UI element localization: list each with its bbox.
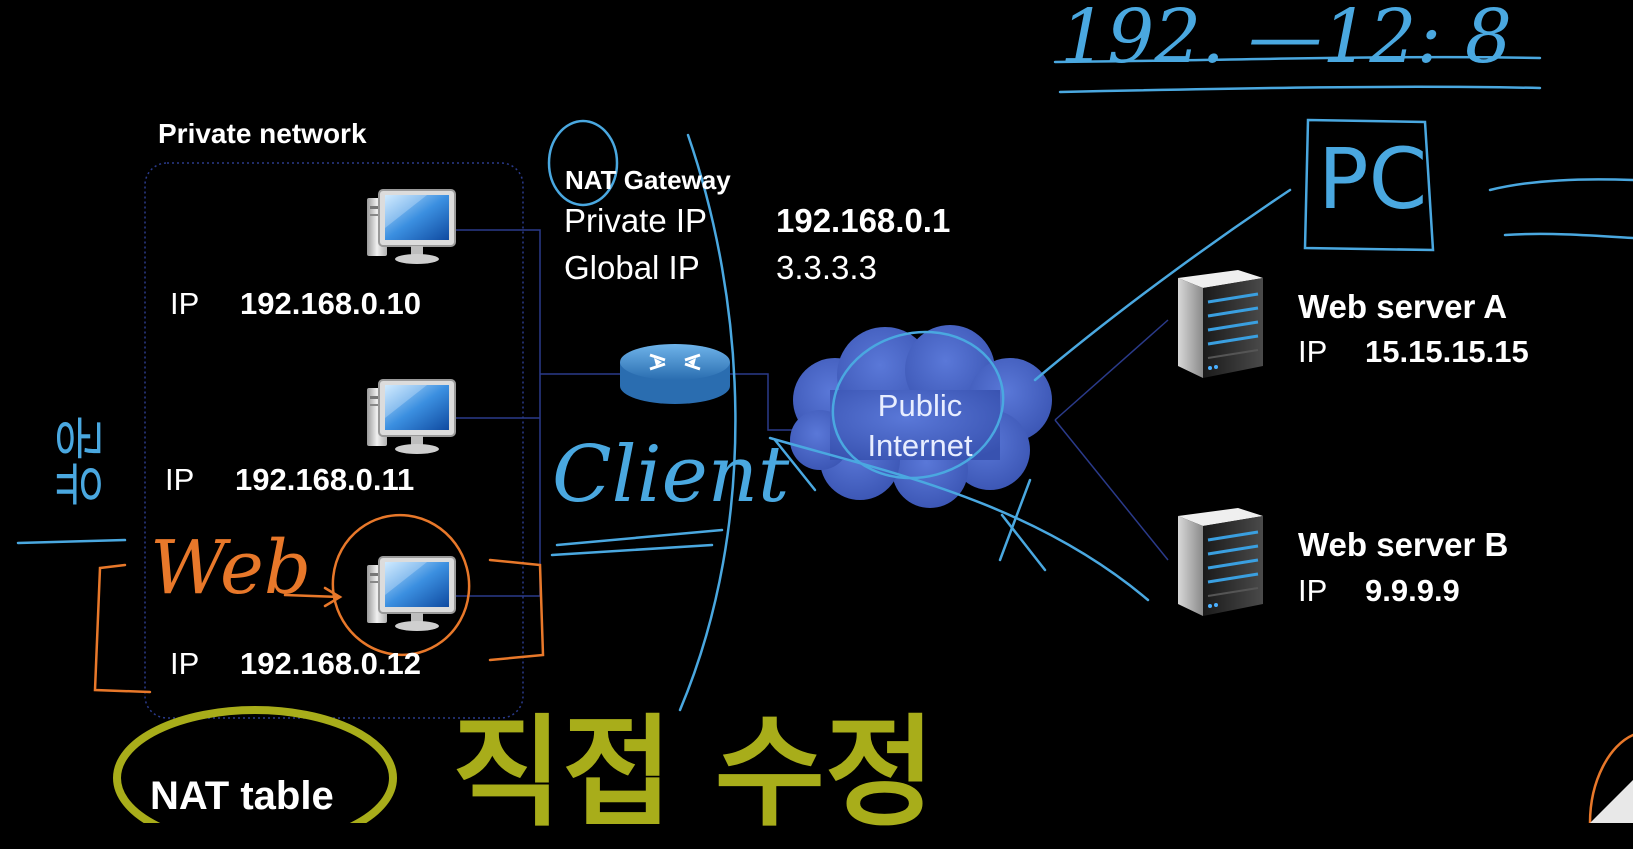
blue-pen-annotations (16, 55, 1633, 712)
nat-gateway-title: NAT Gateway (565, 165, 731, 195)
cloud-label: Public Internet (840, 386, 1000, 466)
orange-pen-annotations (93, 513, 1633, 823)
server-b-ip: 9.9.9.9 (1365, 573, 1460, 608)
korean-left-annotation: 공유 (49, 415, 107, 507)
host-2-ip-label: IP (165, 462, 195, 497)
host-pc-icon-3 (366, 556, 456, 632)
internet-cloud-icon (790, 325, 1052, 508)
server-b-name: Web server B (1298, 526, 1509, 563)
server-a-ip: 15.15.15.15 (1365, 334, 1529, 369)
pc-annotation: PC (1318, 130, 1428, 228)
web-annotation: Web (150, 525, 312, 611)
host-1-ip: 192.168.0.10 (240, 286, 422, 321)
host-pc-icon-2 (366, 379, 456, 455)
server-a-name: Web server A (1298, 288, 1508, 325)
cloud-label-line1: Public (877, 388, 963, 423)
server-a-ip-label: IP (1298, 334, 1328, 369)
network-links (455, 229, 1169, 597)
host-2-ip: 192.168.0.11 (235, 462, 415, 497)
host-3-ip-label: IP (170, 646, 200, 681)
host-pc-icon-1 (366, 189, 456, 265)
nat-private-ip-label: Private IP (564, 202, 708, 239)
top-scribble-annotation: 192. —12: 8 (1060, 0, 1512, 80)
nat-global-ip-label: Global IP (564, 249, 700, 286)
client-annotation: Client (552, 430, 790, 520)
private-network-title: Private network (158, 118, 367, 149)
network-diagram (16, 55, 1633, 823)
router-icon (620, 344, 730, 404)
web-server-b-icon (1176, 506, 1265, 618)
host-3-ip: 192.168.0.12 (240, 646, 422, 681)
cloud-label-line2: Internet (867, 428, 973, 463)
web-server-a-icon (1176, 268, 1265, 380)
nat-global-ip: 3.3.3.3 (776, 249, 877, 286)
nat-table-label: NAT table (150, 774, 334, 818)
host-1-ip-label: IP (170, 286, 200, 321)
server-b-ip-label: IP (1298, 573, 1328, 608)
korean-bottom-annotation: 직접 수정 (452, 704, 936, 843)
olive-marker-annotations (113, 706, 397, 823)
corner-decoration (1590, 780, 1633, 823)
private-network-box (144, 162, 524, 719)
nat-private-ip: 192.168.0.1 (776, 202, 951, 239)
